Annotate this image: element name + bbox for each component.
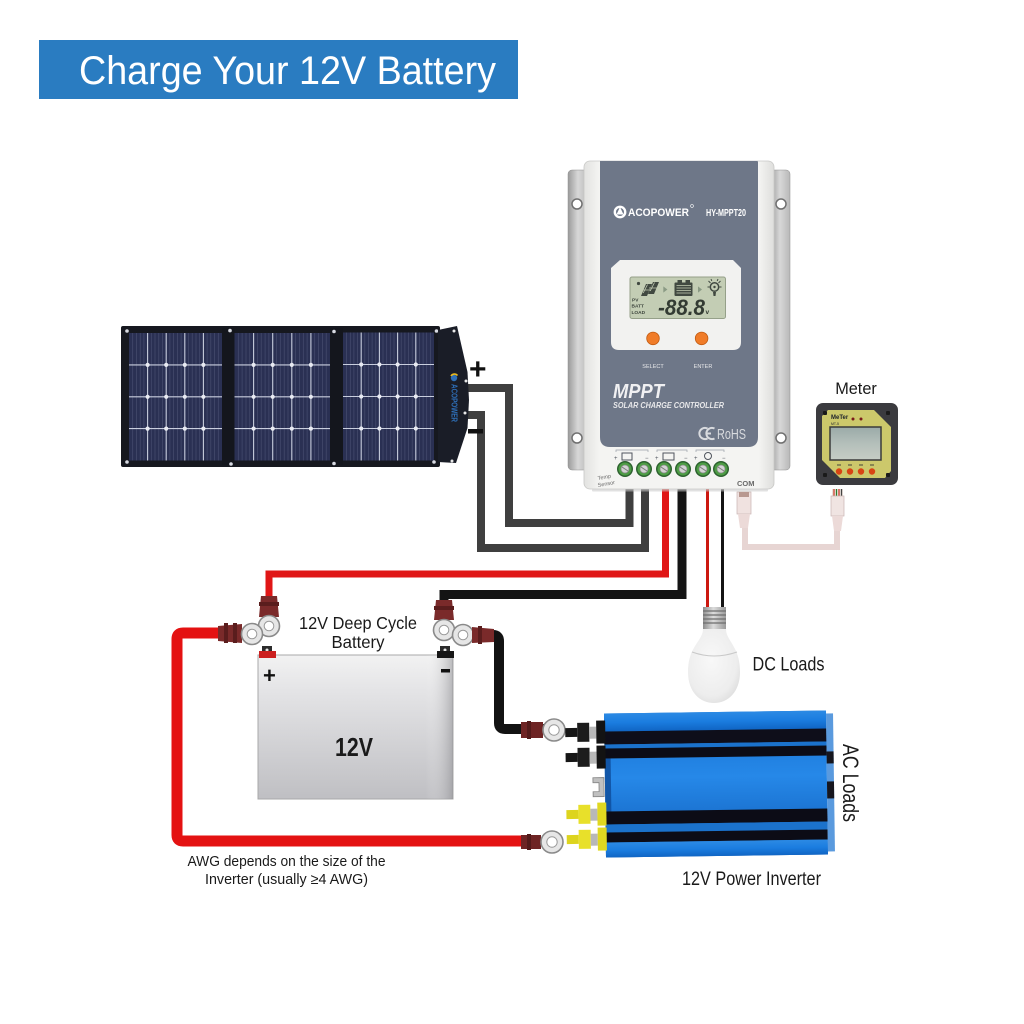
- svg-text:LOAD: LOAD: [632, 310, 646, 316]
- svg-text:ENTER: ENTER: [694, 364, 713, 370]
- svg-text:ACOPOWER: ACOPOWER: [628, 207, 689, 219]
- svg-text:Sensor: Sensor: [597, 480, 615, 489]
- svg-text:SELECT: SELECT: [642, 364, 664, 370]
- svg-text:Charge Your 12V Battery: Charge Your 12V Battery: [79, 49, 496, 93]
- svg-text:+: +: [263, 663, 276, 688]
- svg-text:DC Loads: DC Loads: [753, 654, 825, 676]
- svg-text:MPPT: MPPT: [613, 381, 666, 403]
- svg-text:PV: PV: [632, 298, 639, 304]
- svg-text:Temp: Temp: [597, 474, 611, 482]
- svg-text:BATT: BATT: [632, 304, 645, 310]
- svg-text:12V Power Inverter: 12V Power Inverter: [682, 868, 821, 890]
- svg-text:-88.8: -88.8: [658, 295, 706, 320]
- svg-text:+: +: [614, 456, 618, 462]
- svg-text:COM: COM: [737, 479, 755, 488]
- svg-text:AWG depends on the size of the: AWG depends on the size of the: [188, 854, 386, 870]
- svg-text:−: −: [645, 456, 649, 462]
- svg-text:HY-MPPT20: HY-MPPT20: [706, 208, 746, 219]
- svg-text:Battery: Battery: [332, 632, 385, 652]
- svg-text:+: +: [694, 456, 698, 462]
- svg-text:MeTer: MeTer: [831, 415, 849, 421]
- svg-text:12V Deep Cycle: 12V Deep Cycle: [299, 613, 417, 633]
- svg-text:MT-5: MT-5: [831, 422, 839, 426]
- svg-text:+: +: [655, 456, 659, 462]
- svg-text:Meter: Meter: [835, 380, 877, 398]
- svg-text:RoHS: RoHS: [717, 426, 746, 443]
- svg-text:v: v: [706, 309, 710, 316]
- svg-text:SOLAR CHARGE CONTROLLER: SOLAR CHARGE CONTROLLER: [613, 401, 724, 410]
- svg-text:12V: 12V: [335, 732, 374, 762]
- svg-text:ACOPOWER: ACOPOWER: [450, 384, 460, 422]
- svg-text:Inverter (usually ≥4 AWG): Inverter (usually ≥4 AWG): [205, 872, 368, 888]
- svg-text:−: −: [722, 456, 726, 462]
- svg-text:−: −: [684, 456, 688, 462]
- svg-text:AC Loads: AC Loads: [838, 744, 863, 822]
- svg-text:+: +: [469, 353, 487, 386]
